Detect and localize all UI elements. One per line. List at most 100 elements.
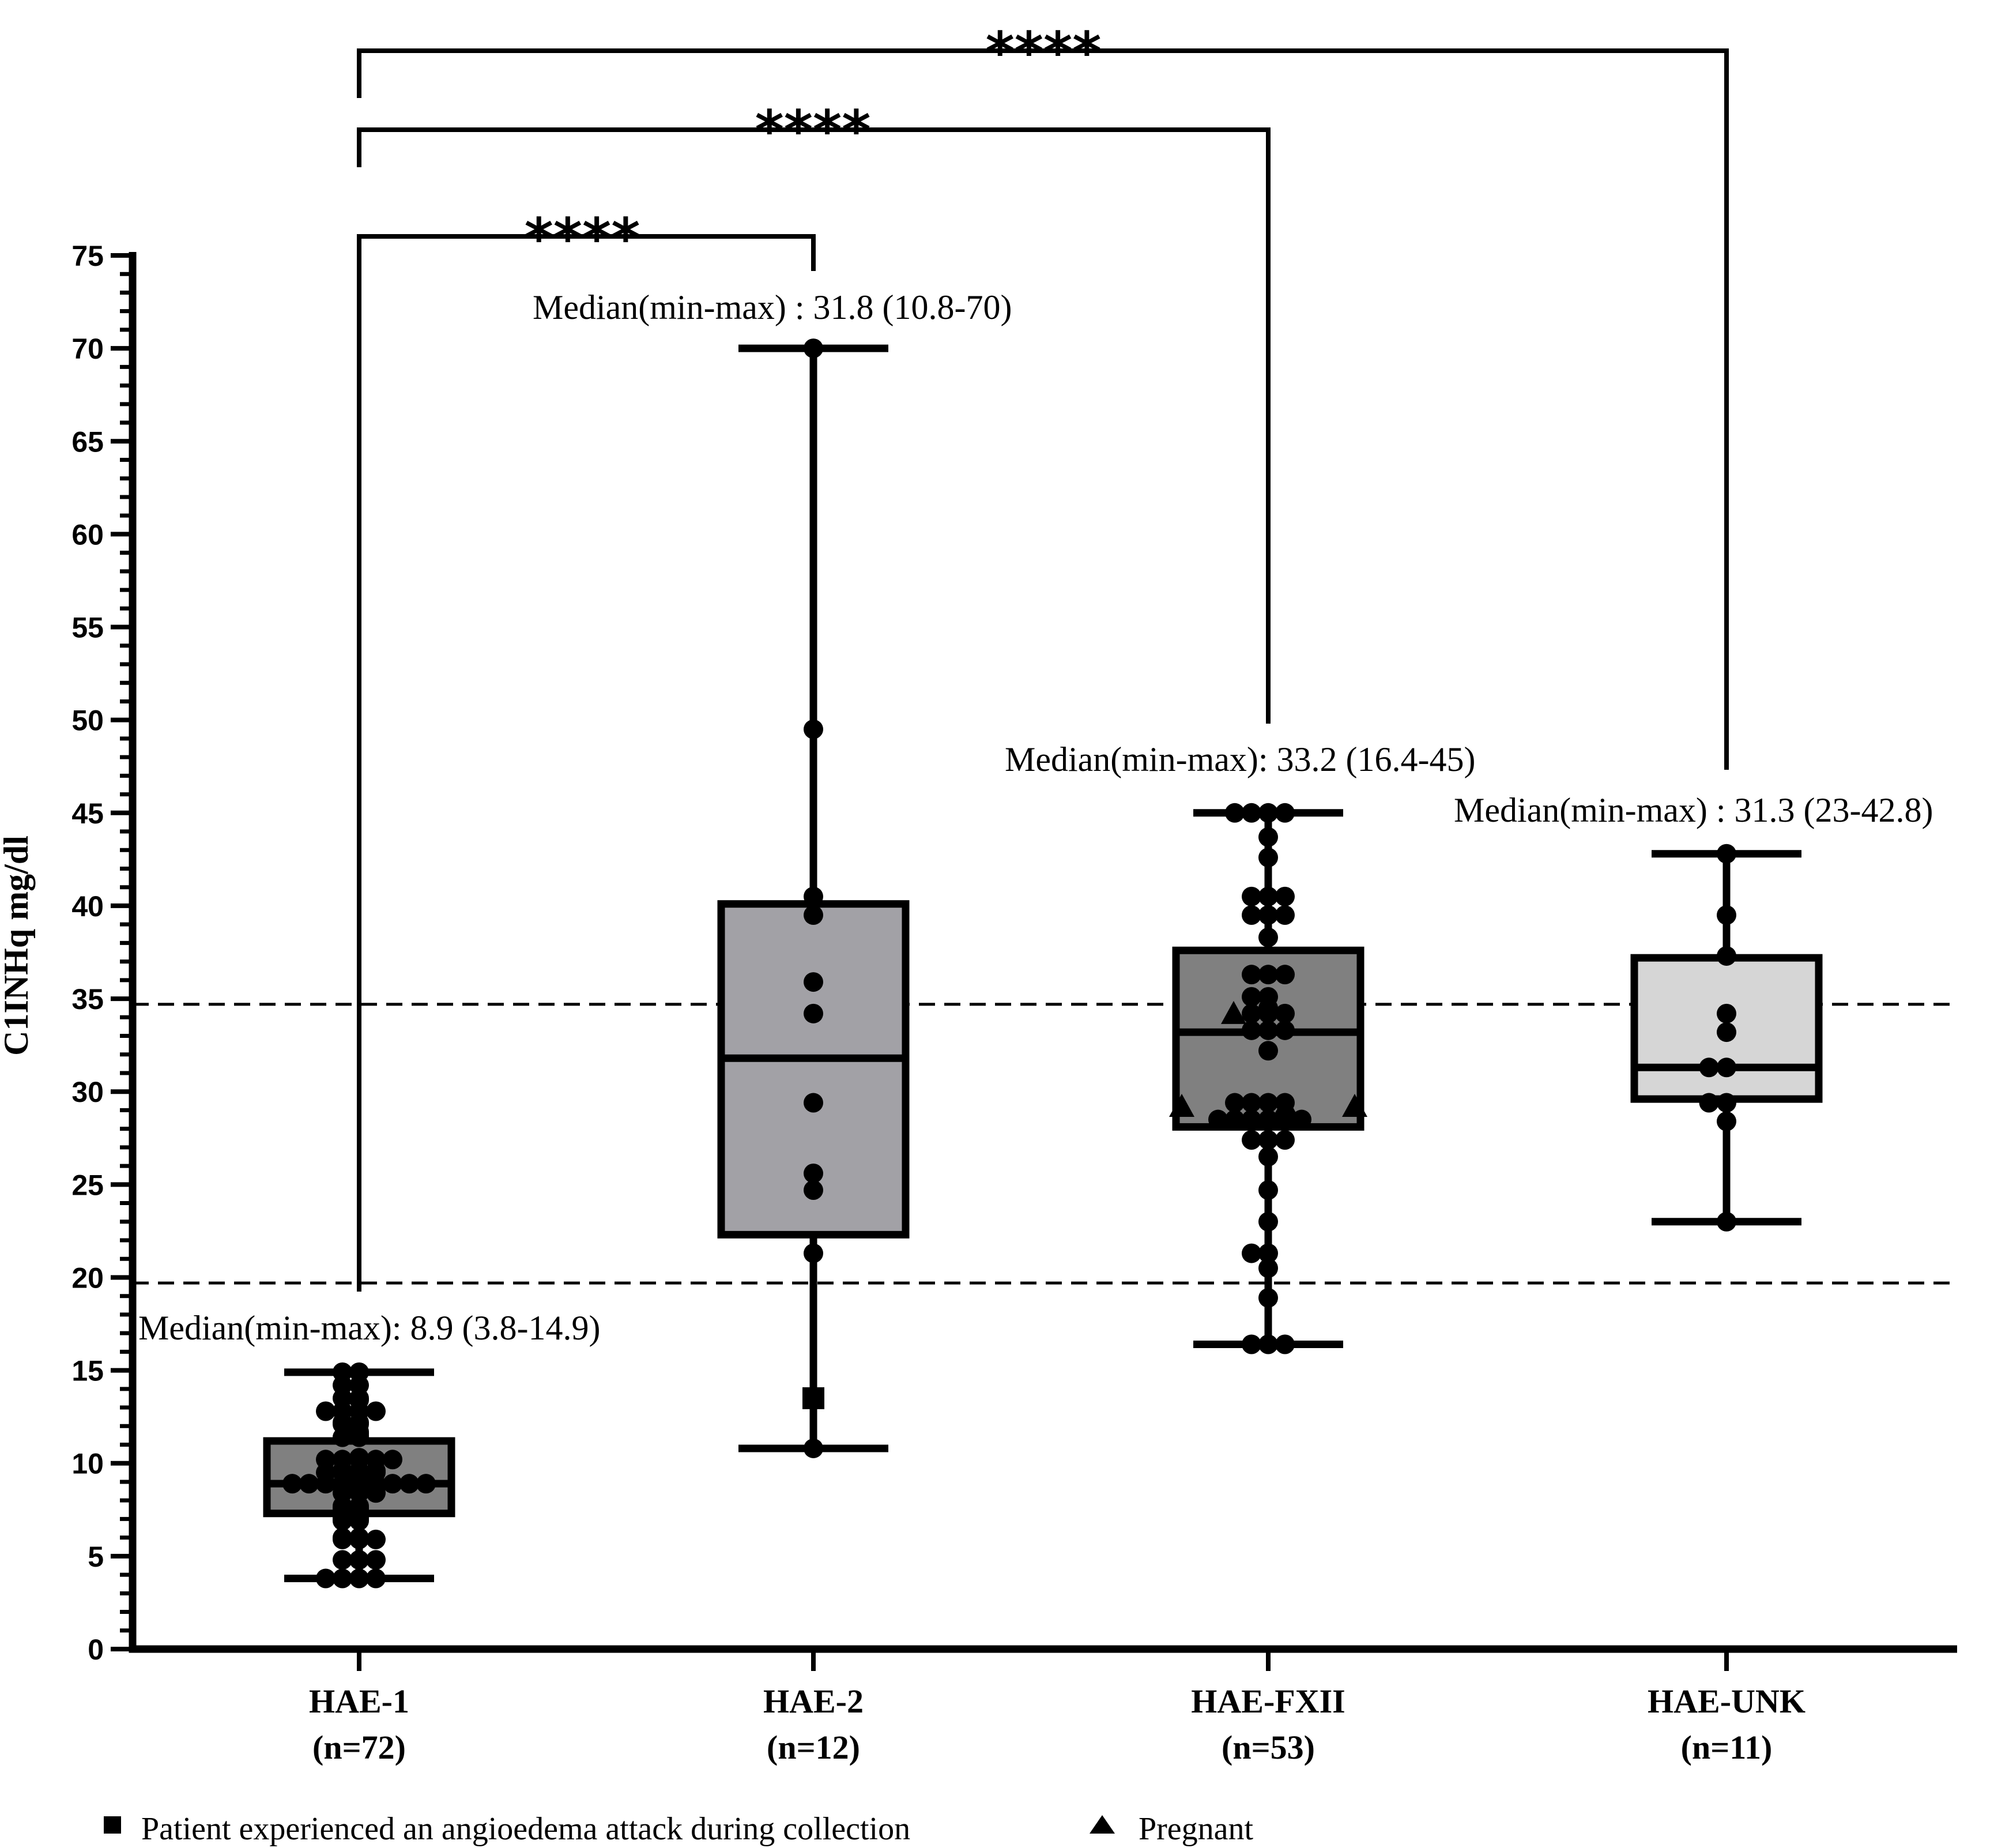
data-point xyxy=(1275,886,1295,906)
data-point xyxy=(383,1474,402,1494)
data-point xyxy=(1242,1003,1261,1023)
data-point xyxy=(1258,1211,1278,1232)
data-point xyxy=(1225,803,1245,823)
y-tick-label: 60 xyxy=(71,518,104,551)
category-label: HAE-FXII xyxy=(1191,1683,1345,1720)
data-point xyxy=(366,1529,386,1549)
significance-stars: **** xyxy=(755,99,871,163)
legend-square-marker xyxy=(104,1816,121,1834)
data-point-triangle xyxy=(1342,1093,1367,1117)
axes xyxy=(111,252,1957,1671)
data-point xyxy=(804,338,823,359)
data-point xyxy=(1717,1093,1736,1113)
data-point xyxy=(1242,965,1261,985)
data-point xyxy=(1258,987,1278,1007)
category-n-label: (n=53) xyxy=(1222,1729,1315,1766)
data-point xyxy=(333,1450,352,1470)
median-annotation: Median(min-max): 8.9 (3.8-14.9) xyxy=(138,1309,600,1347)
data-point xyxy=(1275,905,1295,925)
data-point xyxy=(1717,1211,1736,1232)
data-point xyxy=(1717,905,1736,925)
data-point xyxy=(349,1362,369,1382)
data-point xyxy=(1717,1057,1736,1078)
data-point xyxy=(1717,1003,1736,1023)
data-points xyxy=(282,338,1736,1589)
data-point xyxy=(1258,1020,1278,1040)
data-point xyxy=(804,1438,823,1458)
data-point xyxy=(1242,1130,1261,1150)
data-point xyxy=(1242,1020,1261,1040)
data-point xyxy=(416,1474,436,1494)
category-label: HAE-UNK xyxy=(1648,1683,1805,1720)
data-point xyxy=(1717,1022,1736,1042)
y-tick-label: 10 xyxy=(71,1448,104,1480)
y-tick-label: 50 xyxy=(71,705,104,737)
data-point xyxy=(349,1527,369,1548)
y-tick-label: 15 xyxy=(71,1355,104,1387)
median-annotation: Median(min-max) : 31.8 (10.8-70) xyxy=(533,288,1012,326)
data-point-triangle xyxy=(1221,1000,1246,1024)
data-point xyxy=(1258,1243,1278,1263)
data-point xyxy=(1258,1130,1278,1150)
significance-bracket xyxy=(357,127,1271,724)
data-point xyxy=(1242,1093,1261,1113)
y-tick-label: 55 xyxy=(71,612,104,644)
y-tick-label: 65 xyxy=(71,426,104,458)
data-point xyxy=(316,1450,336,1470)
data-point xyxy=(316,1568,336,1589)
boxes xyxy=(263,344,1823,1583)
y-tick-label: 40 xyxy=(71,890,104,923)
data-point xyxy=(1242,1243,1261,1263)
significance-bracket xyxy=(357,48,1729,770)
data-point xyxy=(1208,1109,1228,1130)
data-point xyxy=(1275,1003,1295,1023)
data-point xyxy=(1717,1111,1736,1131)
data-point xyxy=(333,1550,352,1570)
data-point xyxy=(1258,1180,1278,1200)
data-point xyxy=(1275,1020,1295,1040)
data-point xyxy=(366,1568,386,1589)
y-tick-label: 25 xyxy=(71,1169,104,1201)
data-point xyxy=(1275,965,1295,985)
data-point xyxy=(1699,1093,1719,1113)
y-tick-label: 30 xyxy=(71,1076,104,1108)
data-point xyxy=(804,886,823,906)
data-point xyxy=(349,1448,369,1468)
data-point xyxy=(399,1474,419,1494)
data-point xyxy=(1242,803,1261,823)
data-point xyxy=(1258,803,1278,823)
y-tick-label: 45 xyxy=(71,797,104,830)
median-annotation: Median(min-max) : 31.3 (23-42.8) xyxy=(1454,791,1933,829)
data-point xyxy=(804,1180,823,1200)
data-point xyxy=(1258,886,1278,906)
data-point xyxy=(1258,1041,1278,1061)
category-n-label: (n=11) xyxy=(1681,1729,1773,1766)
data-point xyxy=(333,1362,352,1382)
category-n-label: (n=72) xyxy=(312,1729,406,1766)
y-tick-label: 0 xyxy=(88,1634,104,1666)
significance-bracket xyxy=(357,234,816,1292)
data-point xyxy=(804,972,823,992)
data-point xyxy=(1225,1093,1245,1113)
data-point xyxy=(1258,1093,1278,1113)
legend-triangle-marker xyxy=(1090,1815,1115,1834)
data-point xyxy=(804,1163,823,1183)
data-point xyxy=(1258,1109,1278,1130)
data-point xyxy=(333,1527,352,1548)
data-point xyxy=(383,1450,402,1470)
data-point xyxy=(349,1550,369,1570)
y-axis-label: C1INHq mg/dl xyxy=(0,835,35,1056)
data-point-triangle xyxy=(1169,1093,1194,1117)
data-point xyxy=(1258,965,1278,985)
legend: Patient experienced an angioedema attack… xyxy=(104,1811,1254,1847)
category-n-label: (n=12) xyxy=(767,1729,860,1766)
y-tick-label: 75 xyxy=(71,240,104,272)
data-point xyxy=(366,1450,386,1470)
y-tick-label: 70 xyxy=(71,333,104,365)
data-point xyxy=(804,905,823,925)
data-point xyxy=(1717,844,1736,864)
data-point xyxy=(1258,927,1278,947)
data-point xyxy=(1242,1109,1261,1130)
data-point xyxy=(804,1243,823,1263)
